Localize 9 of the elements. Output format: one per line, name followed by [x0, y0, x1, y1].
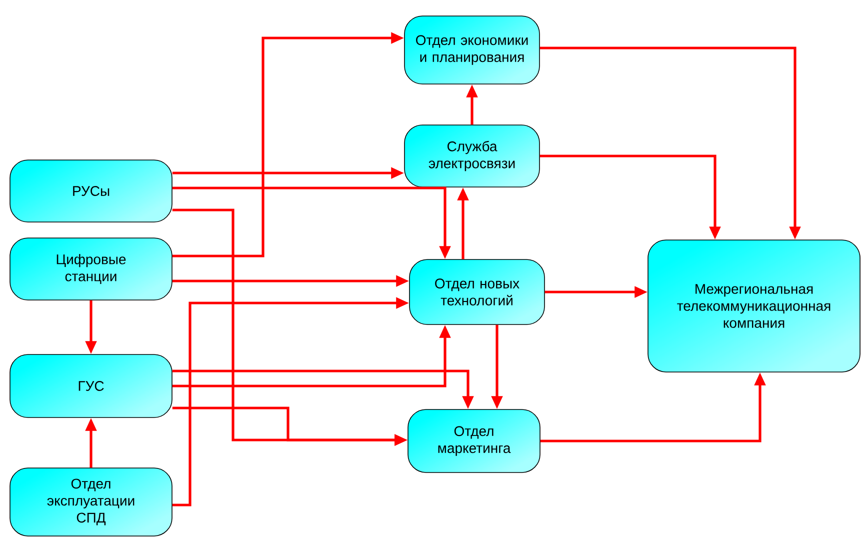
- process-box: Отдел маркетинга: [408, 409, 540, 473]
- process-box: ГУС: [10, 354, 172, 418]
- process-box: Цифровые станции: [10, 238, 172, 300]
- process-box: Отдел эксплуатации СПД: [10, 468, 172, 536]
- process-box: Межрегиональная телекоммуникационная компания: [648, 240, 860, 372]
- process-box: Отдел экономики и планирования: [404, 16, 540, 84]
- process-box: Служба электросвязи: [404, 124, 540, 188]
- process-box: Отдел новых технологий: [409, 259, 545, 325]
- process-box: РУСы: [10, 160, 172, 222]
